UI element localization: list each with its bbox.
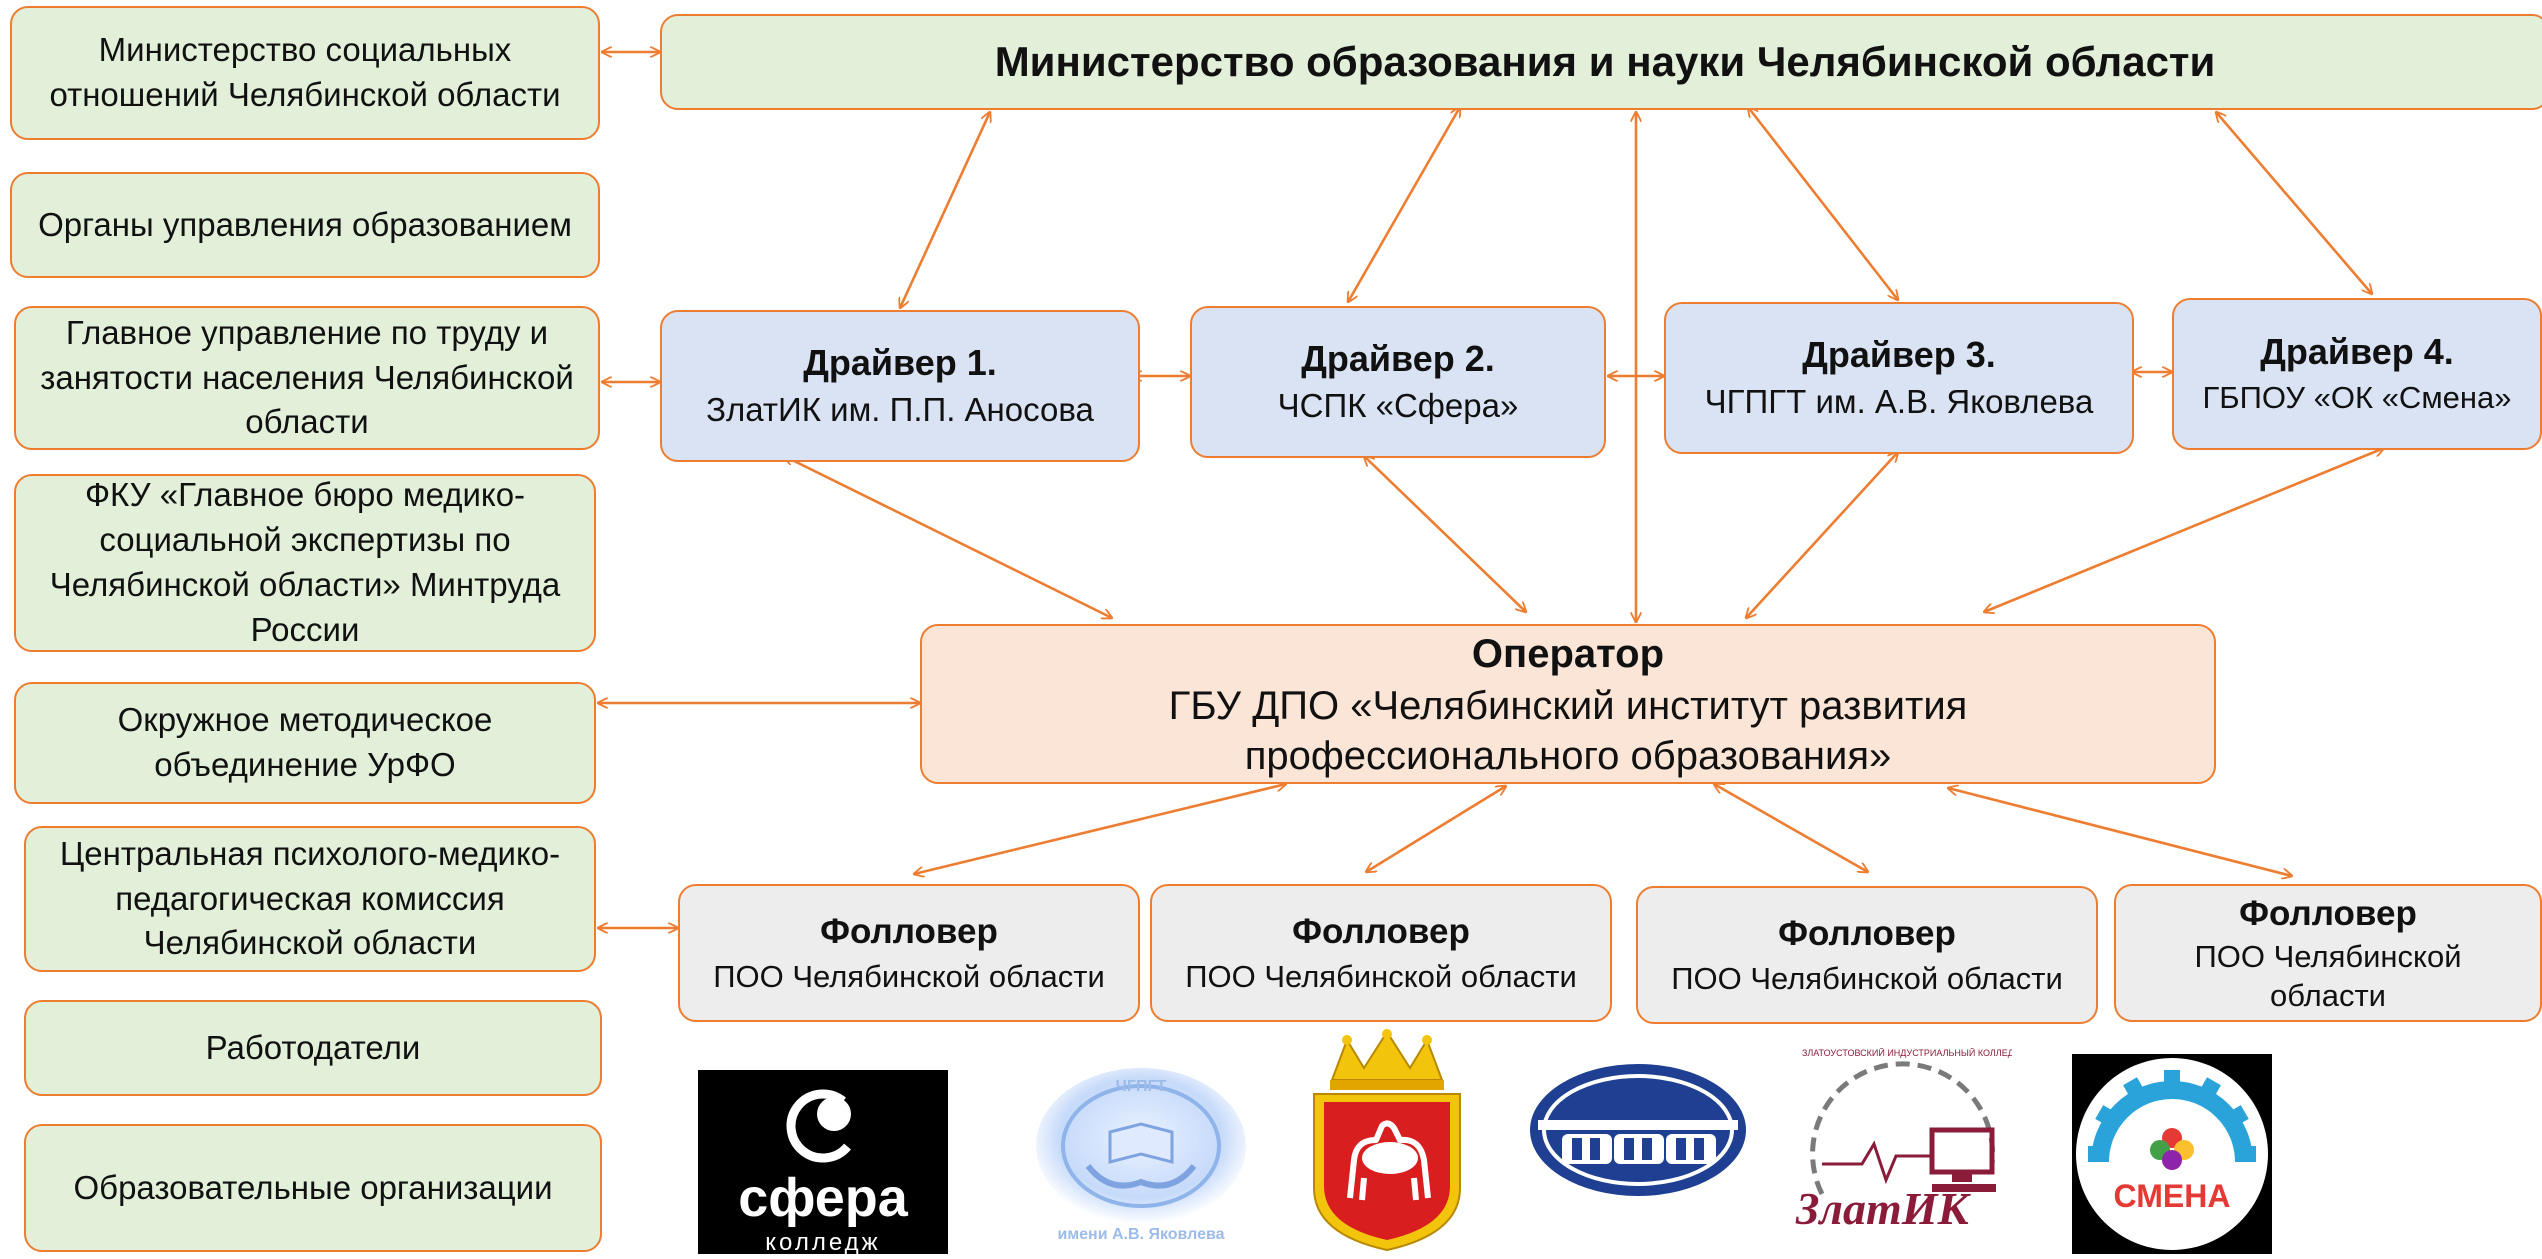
partner-employers: Работодатели bbox=[24, 1000, 602, 1096]
ok-smena-emblem-logo bbox=[1528, 1060, 1748, 1200]
driver-4-box: Драйвер 4. ГБПОУ «ОК «Смена» bbox=[2172, 298, 2542, 450]
follower-org: ПОО Челябинской области bbox=[2194, 939, 2462, 1013]
follower-3-box: Фолловер ПОО Челябинской области bbox=[1636, 886, 2098, 1024]
driver-title: Драйвер 4. bbox=[2260, 331, 2454, 373]
driver-org: ЗлатИК им. П.П. Аносова bbox=[706, 391, 1094, 429]
partner-psych-medical-pedagogical-commission: Центральная психолого-медико-педагогичес… bbox=[24, 826, 596, 972]
partner-social-relations-ministry: Министерство социальных отношений Челяби… bbox=[10, 6, 600, 140]
follower-1-box: Фолловер ПОО Челябинской области bbox=[678, 884, 1140, 1022]
follower-4-box: Фолловер ПОО Челябинской области bbox=[2114, 884, 2542, 1022]
sfera-logo: сфера колледж bbox=[698, 1070, 948, 1256]
arrow-ministry-driver3 bbox=[1748, 107, 1898, 300]
driver-title: Драйвер 3. bbox=[1802, 334, 1996, 376]
partner-medical-social-expertise-bureau: ФКУ «Главное бюро медико-социальной эксп… bbox=[14, 474, 596, 652]
operator-org: ГБУ ДПО «Челябинский институт развития п… bbox=[1168, 684, 1968, 779]
arrow-operator-follower2 bbox=[1366, 786, 1506, 872]
partner-education-authorities: Органы управления образованием bbox=[10, 172, 600, 278]
hands-book-icon bbox=[1036, 1068, 1246, 1224]
arrow-ministry-driver1 bbox=[900, 112, 990, 308]
driver-org: ГБПОУ «ОК «Смена» bbox=[2202, 380, 2512, 416]
zlatik-logo: ЗлатИК ЗЛАТОУСТОВСКИЙ ИНДУСТРИАЛЬНЫЙ КОЛ… bbox=[1782, 1044, 2026, 1240]
driver-2-box: Драйвер 2. ЧСПК «Сфера» bbox=[1190, 306, 1606, 458]
partner-educational-organizations: Образовательные организации bbox=[24, 1124, 602, 1252]
smena-gear-flower-icon bbox=[2076, 1058, 2268, 1250]
partner-urfo-methodical-association: Окружное методическое объединение УрФО bbox=[14, 682, 596, 804]
operator-box: Оператор ГБУ ДПО «Челябинский институт р… bbox=[920, 624, 2216, 784]
chgpgt-logo: ЧГПГТ имени А.В. Яковлева bbox=[1030, 1066, 1252, 1250]
follower-org: ПОО Челябинской области bbox=[1671, 960, 2063, 996]
arrow-operator-follower4 bbox=[1948, 788, 2292, 876]
follower-2-box: Фолловер ПОО Челябинской области bbox=[1150, 884, 1612, 1022]
driver-title: Драйвер 2. bbox=[1301, 338, 1495, 380]
smena-logo: СМЕНА bbox=[2072, 1054, 2272, 1254]
driver-org: ЧСПК «Сфера» bbox=[1277, 387, 1519, 425]
driver-title: Драйвер 1. bbox=[803, 342, 997, 384]
follower-title: Фолловер bbox=[1778, 914, 1956, 954]
driver-3-box: Драйвер 3. ЧГПГТ им. А.В. Яковлева bbox=[1664, 302, 2134, 454]
arrow-driver1-operator bbox=[784, 456, 1112, 618]
partner-labour-employment-directorate: Главное управление по труду и занятости … bbox=[14, 306, 600, 450]
sfera-orbit-icon bbox=[786, 1089, 860, 1163]
arrow-ministry-driver2 bbox=[1348, 107, 1460, 302]
coat-of-arms-icon bbox=[1313, 1029, 1461, 1252]
arrow-operator-follower3 bbox=[1714, 784, 1868, 872]
arrow-driver2-operator bbox=[1364, 456, 1526, 612]
arrow-operator-follower1 bbox=[914, 784, 1286, 874]
chelyabinsk-coat-of-arms-logo bbox=[1302, 1028, 1472, 1254]
follower-title: Фолловер bbox=[820, 912, 998, 952]
ministry-box: Министерство образования и науки Челябин… bbox=[660, 14, 2542, 110]
zlatik-gear-computer-icon bbox=[1810, 1061, 1996, 1196]
driver-1-box: Драйвер 1. ЗлатИК им. П.П. Аносова bbox=[660, 310, 1140, 462]
ministry-title: Министерство образования и науки Челябин… bbox=[994, 38, 2216, 86]
arrow-driver4-operator bbox=[1984, 448, 2384, 612]
follower-org: ПОО Челябинской области bbox=[713, 958, 1105, 994]
arrow-driver3-operator bbox=[1746, 452, 1898, 618]
follower-org: ПОО Челябинской области bbox=[1185, 958, 1577, 994]
operator-title: Оператор bbox=[1471, 631, 1665, 676]
follower-title: Фолловер bbox=[2239, 894, 2417, 934]
arrow-ministry-driver4 bbox=[2216, 112, 2372, 294]
follower-title: Фолловер bbox=[1292, 912, 1470, 952]
oval-emblem-icon bbox=[1530, 1064, 1746, 1196]
driver-org: ЧГПГТ им. А.В. Яковлева bbox=[1704, 383, 2094, 421]
